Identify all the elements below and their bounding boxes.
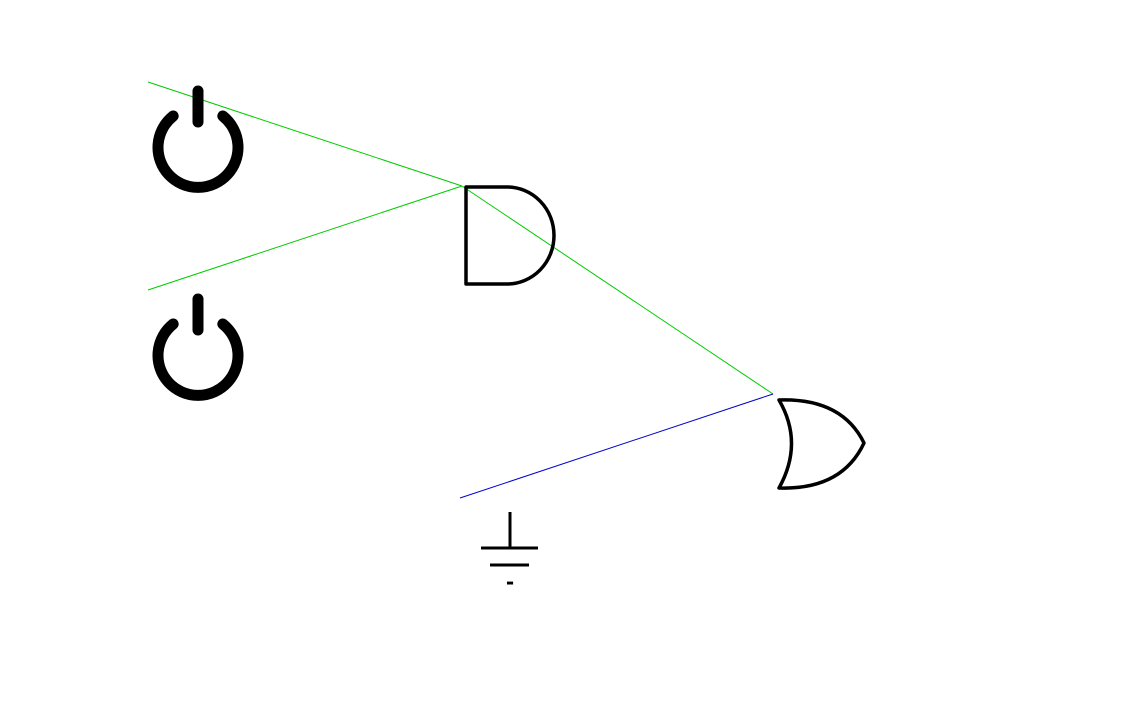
power-icon xyxy=(152,293,244,401)
wire-ground-to-or[interactable] xyxy=(459,393,774,499)
power-icon xyxy=(152,85,244,193)
ground-icon xyxy=(481,512,538,567)
wire-and-to-or[interactable] xyxy=(461,185,774,395)
and-gate-icon xyxy=(464,185,556,286)
or-gate[interactable] xyxy=(777,398,866,490)
ground-label: - xyxy=(506,570,514,594)
wire-switch2-to-and[interactable] xyxy=(147,185,463,291)
power-switch-1[interactable] xyxy=(152,85,244,193)
power-switch-2[interactable] xyxy=(152,293,244,401)
ground-symbol[interactable]: - xyxy=(481,512,538,594)
or-gate-icon xyxy=(777,398,866,490)
and-gate[interactable] xyxy=(464,185,556,286)
